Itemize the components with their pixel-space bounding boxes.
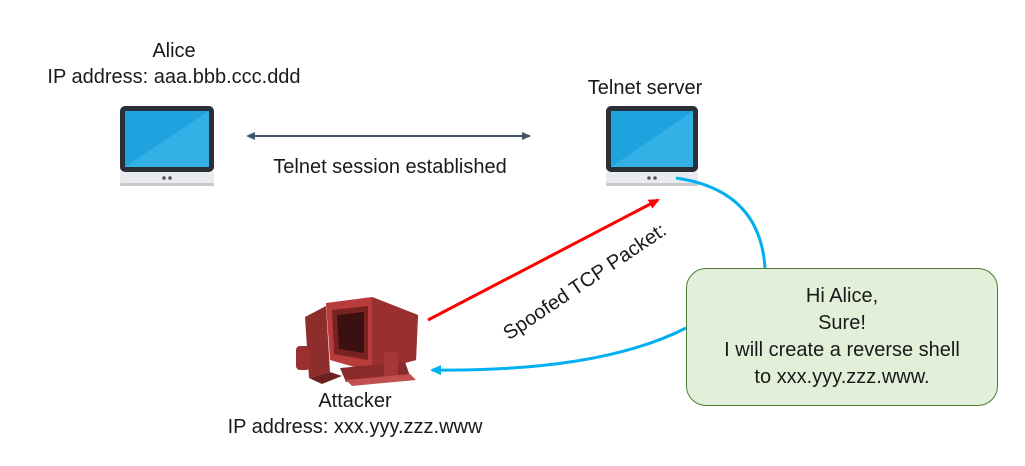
message-line: to xxx.yyy.zzz.www. xyxy=(754,366,930,388)
alice-computer-icon xyxy=(120,106,214,186)
attacker-name: Attacker xyxy=(318,390,392,412)
attacker-ip: IP address: xxx.yyy.zzz.www xyxy=(227,416,483,438)
session-label: Telnet session established xyxy=(273,156,507,178)
attacker-label: Attacker IP address: xxx.yyy.zzz.www xyxy=(190,388,520,440)
reverse-shell-arrow xyxy=(430,326,687,376)
attacker-computer-icon xyxy=(296,297,418,386)
server-label: Telnet server xyxy=(587,77,703,99)
server-computer-icon xyxy=(606,106,698,186)
server-reply-curve xyxy=(675,176,767,269)
message-line: Sure! xyxy=(818,312,866,334)
alice-label: Alice IP address: aaa.bbb.ccc.ddd xyxy=(24,38,324,90)
alice-ip: IP address: aaa.bbb.ccc.ddd xyxy=(47,66,301,88)
message-bubble: Hi Alice, Sure! I will create a reverse … xyxy=(686,268,998,406)
spoofed-packet-arrow xyxy=(427,198,660,322)
alice-name: Alice xyxy=(152,40,196,62)
message-line: Hi Alice, xyxy=(805,285,879,307)
message-line: I will create a reverse shell xyxy=(724,339,960,361)
